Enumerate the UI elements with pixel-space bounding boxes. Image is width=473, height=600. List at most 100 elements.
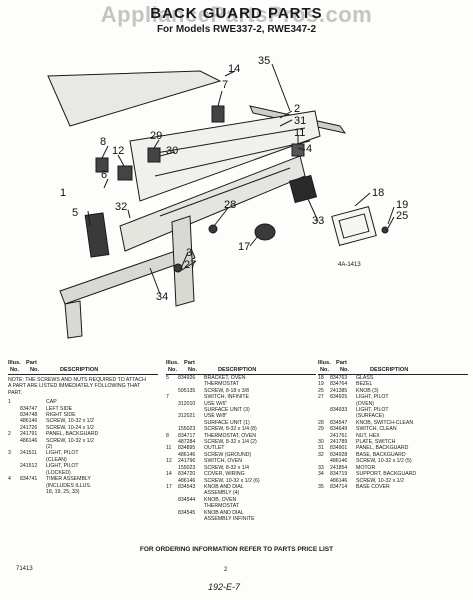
part-description: (2) bbox=[46, 444, 53, 451]
part-number: 834926 bbox=[178, 375, 196, 381]
part-description: THERMOSTAT, OVEN bbox=[204, 432, 256, 439]
illus-number: 4 bbox=[8, 476, 11, 483]
part-description: LEFT SIDE bbox=[46, 405, 73, 412]
part-description: SCREW (GROUND) bbox=[204, 451, 252, 458]
callout-32: 32 bbox=[115, 201, 127, 213]
callout-8: 8 bbox=[100, 136, 106, 148]
table-row: 18, 19, 25, 33) bbox=[8, 489, 158, 495]
support-bracket-part bbox=[171, 215, 195, 307]
illus-number bbox=[8, 489, 20, 495]
timer-part bbox=[288, 174, 318, 204]
parts-column-1: Illus. Part No. No. DESCRIPTION NOTE: TH… bbox=[8, 360, 158, 495]
callout-19: 19 bbox=[396, 199, 408, 211]
part-description: KNOB AND DIAL bbox=[204, 509, 244, 516]
part-number: 834649 bbox=[330, 426, 348, 433]
table-row: ASSEMBLY (4) bbox=[166, 490, 316, 496]
part-number: 241854 bbox=[330, 464, 348, 471]
diagram-code: 4A-1413 bbox=[338, 262, 361, 268]
callout-29: 29 bbox=[150, 130, 162, 142]
part-description: USE W/6" bbox=[204, 400, 228, 407]
part-number bbox=[178, 516, 204, 522]
parts-column-2: Illus. Part No. No. DESCRIPTION 5 834926 B… bbox=[166, 360, 316, 522]
ordering-info-footer: FOR ORDERING INFORMATION REFER TO PARTS … bbox=[139, 546, 334, 553]
part-number: 486146 bbox=[20, 437, 38, 444]
table-row: (OVEN) bbox=[318, 401, 468, 407]
illus-number: 27 bbox=[318, 394, 324, 401]
table-row: SURFACE UNIT (1) bbox=[166, 420, 316, 426]
illus-number: 12 bbox=[166, 458, 172, 465]
page-number: 2 bbox=[224, 567, 228, 573]
callout-4: 4 bbox=[306, 143, 312, 155]
part-description: SCREW, 10-24 x 1/2 bbox=[46, 424, 94, 431]
part-number: 241796 bbox=[178, 458, 196, 465]
part-number: 487284 bbox=[178, 439, 196, 446]
part-number: 834719 bbox=[330, 471, 348, 478]
table-row: (LOCKED) bbox=[8, 470, 158, 476]
part-number: 486146 bbox=[20, 418, 38, 425]
callout-2: 2 bbox=[294, 103, 300, 115]
part-number: 312021 bbox=[178, 413, 196, 420]
callout-35: 35 bbox=[258, 55, 270, 67]
part-description: (LOCKED) bbox=[46, 469, 71, 476]
part-number: 834895 bbox=[178, 445, 196, 452]
part-description: THERMOSTAT bbox=[204, 503, 239, 510]
part-description: SCREW, 10-32 x 1/2 bbox=[46, 418, 94, 425]
parts-table: Illus. Part No. No. DESCRIPTION NOTE: TH… bbox=[8, 360, 468, 538]
part-number: 834543 bbox=[178, 483, 196, 490]
part-number: 834547 bbox=[330, 419, 348, 426]
callout-12: 12 bbox=[112, 145, 124, 157]
part-number: 834928 bbox=[330, 451, 348, 458]
part-description: 18, 19, 25, 33) bbox=[46, 488, 80, 495]
illus-number: 5 bbox=[166, 375, 169, 381]
part-description: (SURFACE) bbox=[356, 413, 384, 420]
clean-switch-part bbox=[147, 147, 161, 163]
illus-number: 29 bbox=[318, 426, 324, 433]
page-title: BACK GUARD PARTS bbox=[150, 5, 323, 22]
table-row: THERMOSTAT bbox=[166, 381, 316, 387]
part-description: CAP bbox=[46, 399, 57, 406]
part-description: LIGHT, PILOT bbox=[356, 407, 389, 414]
part-description: SCREW, 10-32 x 1/2 bbox=[46, 437, 94, 444]
callout-28: 28 bbox=[224, 199, 236, 211]
illus-number: 8 bbox=[166, 432, 169, 439]
part-description: GLASS bbox=[356, 375, 374, 381]
part-number: 834717 bbox=[178, 432, 196, 439]
part-number: 155023 bbox=[178, 426, 196, 433]
table-header: Illus. Part No. No. DESCRIPTION bbox=[166, 360, 316, 375]
part-description: BRACKET, OVEN bbox=[204, 375, 246, 381]
part-description: TIMER ASSEMBLY bbox=[46, 476, 91, 483]
callout-31: 31 bbox=[294, 115, 306, 127]
part-number: 155023 bbox=[178, 464, 196, 471]
table-row: (SURFACE) bbox=[318, 413, 468, 419]
table-row: (INCLUDES ILLUS. bbox=[8, 483, 158, 489]
part-description: KNOB AND DIAL bbox=[204, 483, 244, 490]
illus-number: 31 bbox=[318, 445, 324, 452]
part-number: 834747 bbox=[20, 405, 38, 412]
part-description: LIGHT, PILOT bbox=[46, 450, 79, 457]
part-number: 486146 bbox=[178, 451, 196, 458]
callout-14: 14 bbox=[228, 63, 240, 75]
part-description: PLATE, SWITCH bbox=[356, 439, 396, 446]
part-description: SCREW, 8-32 x 1/4 bbox=[204, 464, 249, 471]
illus-number: 33 bbox=[318, 464, 324, 471]
table-row: (CLEAN) bbox=[8, 457, 158, 463]
part-description: SCREW, 10-32 x 1/2 (6) bbox=[204, 477, 260, 484]
table-header: Illus. Part No. No. DESCRIPTION bbox=[8, 360, 158, 375]
part-description: SURFACE UNIT (3) bbox=[204, 407, 250, 414]
callout-5: 5 bbox=[72, 207, 78, 219]
